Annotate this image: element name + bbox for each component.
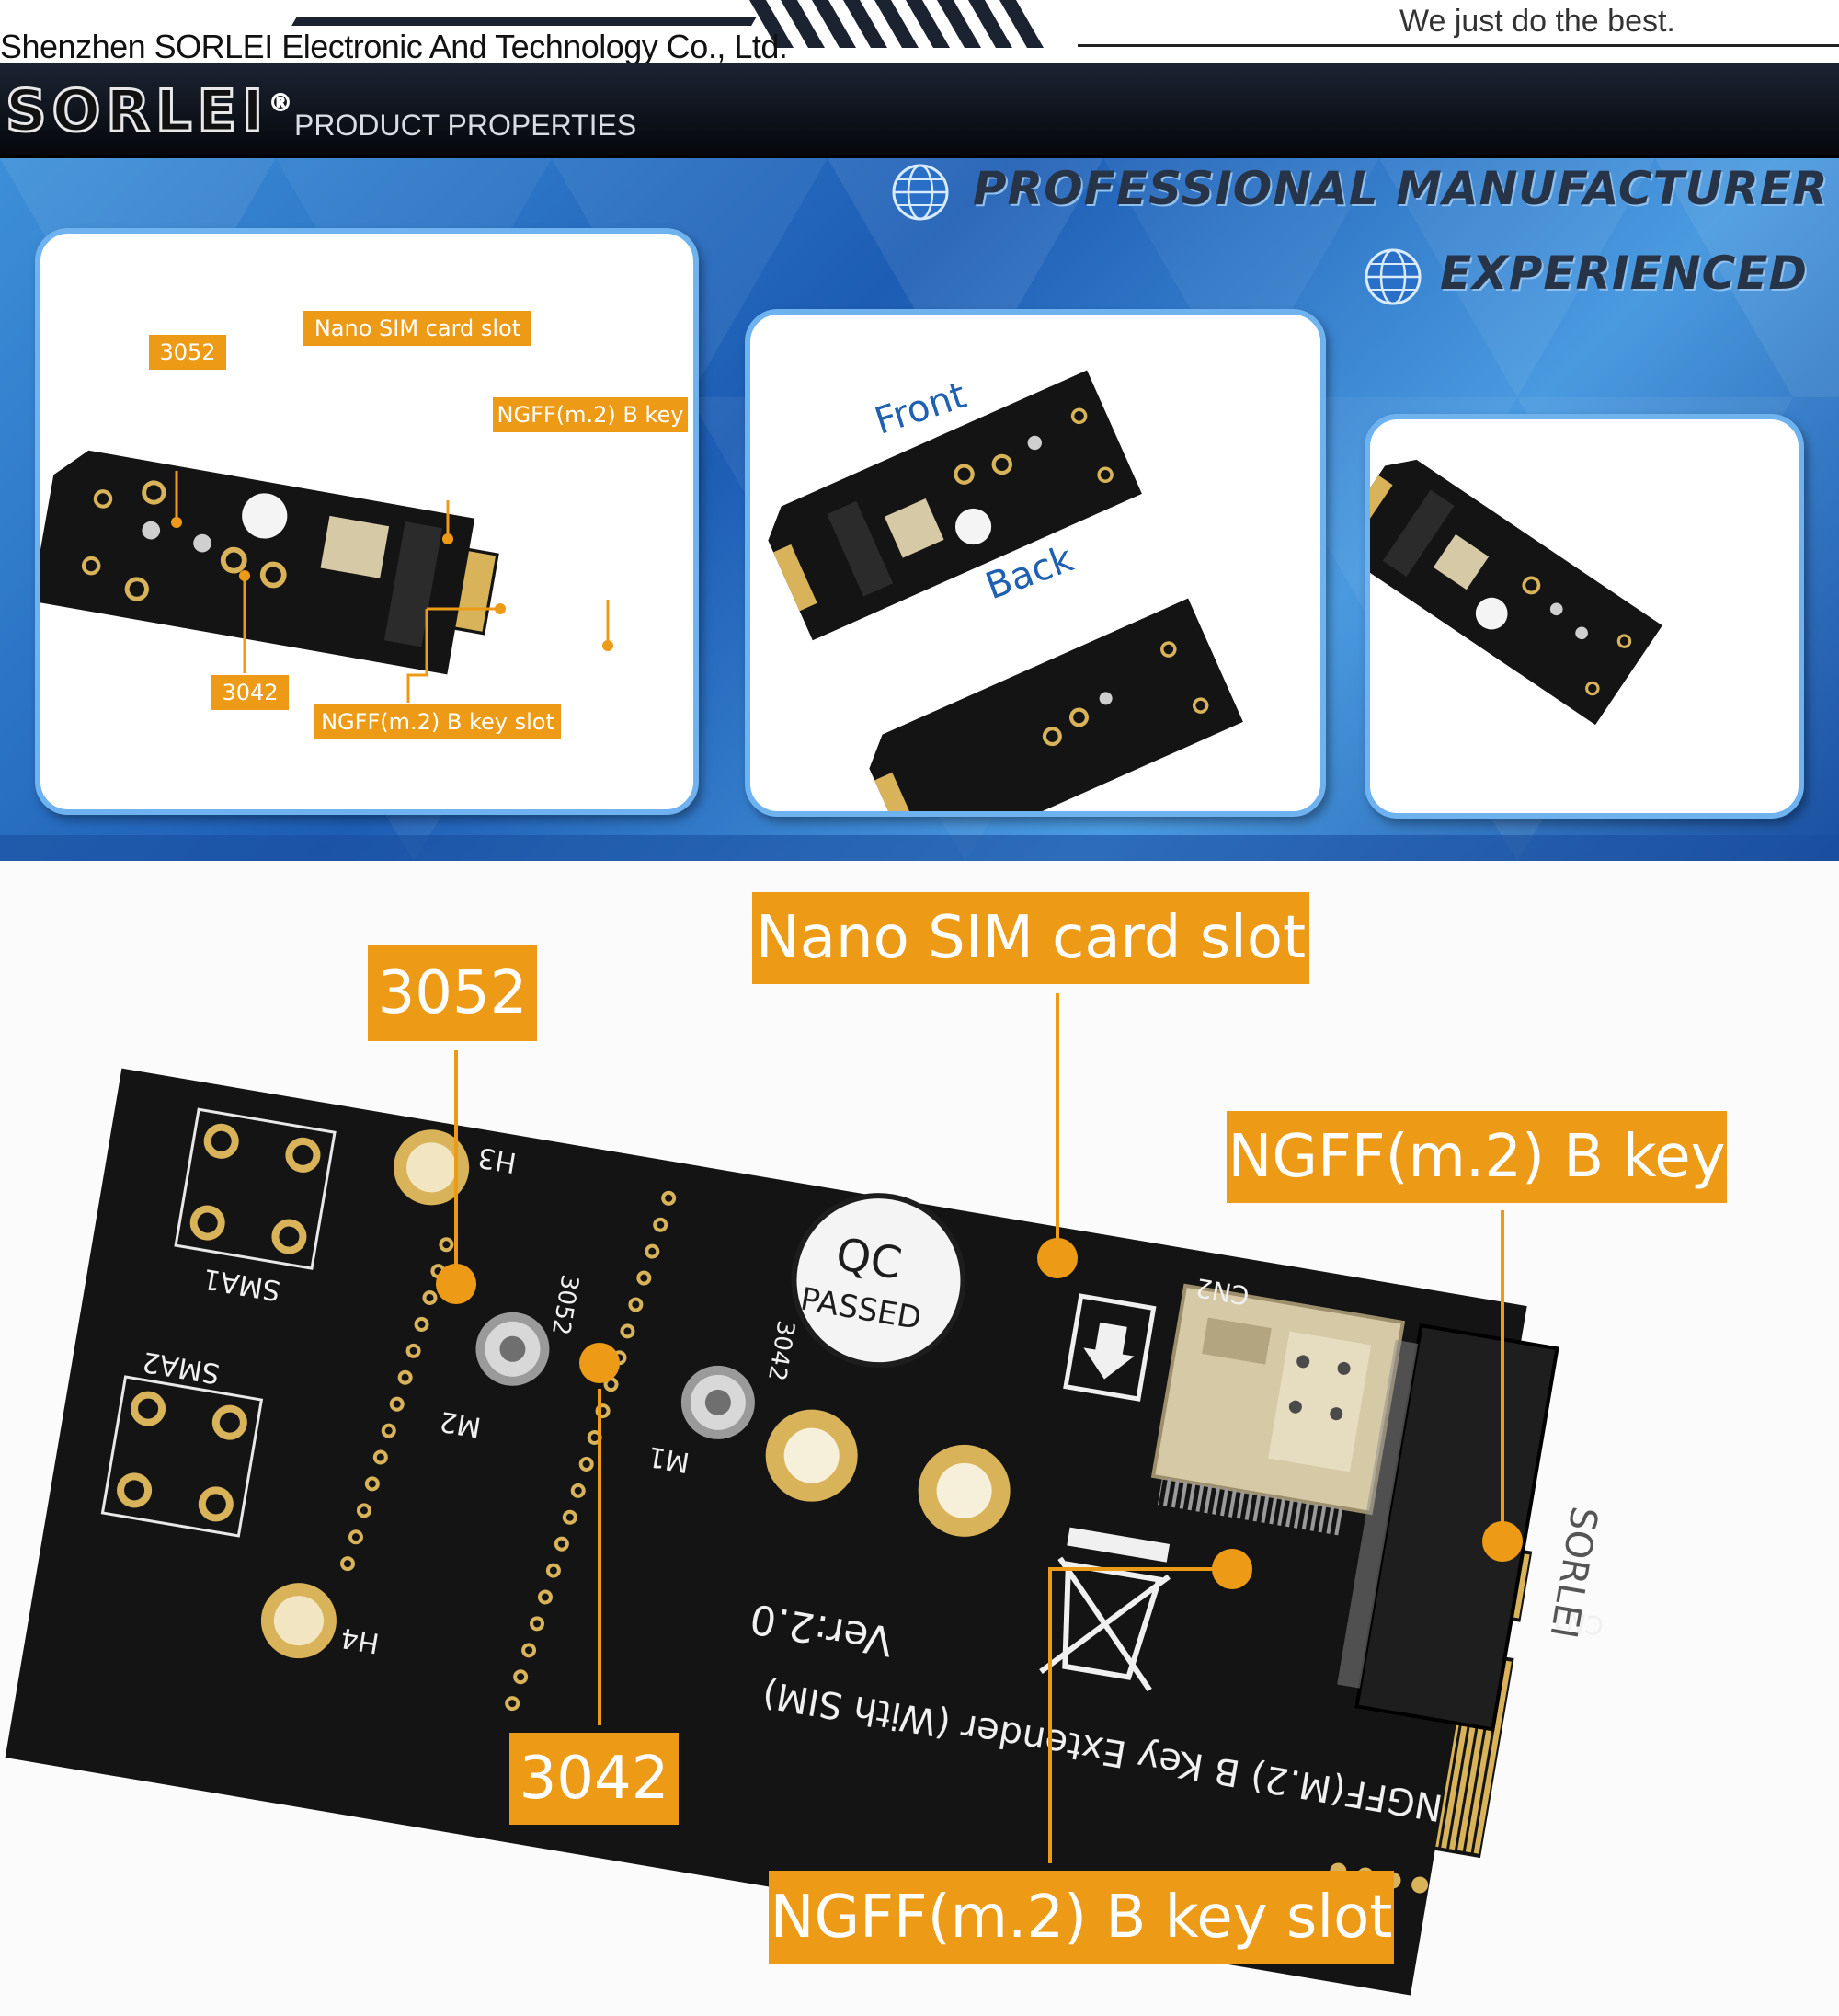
card-angled-board <box>1365 414 1804 819</box>
silk-h3: H3 <box>475 1140 519 1178</box>
label-3052-large: 3052 <box>368 945 537 1041</box>
board-front-back-illustration <box>768 370 1243 811</box>
tagline-experienced: EXPERIENCED <box>1440 246 1808 300</box>
board-angled-illustration <box>1370 459 1662 726</box>
silk-m1: M1 <box>645 1439 691 1478</box>
card-annotated-board: 3052 Nano SIM card slot NGFF(m.2) B key … <box>35 228 699 815</box>
label-3052: 3052 <box>149 335 226 370</box>
header-stripes-decor <box>749 0 1044 48</box>
globe-icon <box>1365 248 1422 305</box>
header-strip: Shenzhen SORLEI Electronic And Technolog… <box>0 0 1839 65</box>
banner: PROFESSIONAL MANUFACTURER EXPERIENCED <box>0 158 1839 861</box>
tagline-manufacturer: PROFESSIONAL MANUFACTURER <box>973 162 1829 215</box>
globe-icon <box>892 164 949 221</box>
main-annotated-view: SMA1 SMA2 H3 H4 M2 M1 3052 3042 CN2 CN1 … <box>0 861 1839 2016</box>
brand-logo: SORLEI® <box>4 76 299 146</box>
registered-mark: ® <box>268 89 299 118</box>
label-b-key: NGFF(m.2) B key <box>493 397 688 432</box>
label-3042-large: 3042 <box>509 1733 679 1825</box>
board-large-illustration: SMA1 SMA2 H3 H4 M2 M1 3052 3042 CN2 CN1 … <box>5 993 1606 1996</box>
silk-m2: M2 <box>438 1404 484 1443</box>
label-b-key-large: NGFF(m.2) B key <box>1227 1111 1727 1203</box>
board-small-illustration <box>40 450 613 703</box>
card-front-back: Front Back <box>745 309 1326 817</box>
header-bar: SORLEI® PRODUCT PROPERTIES <box>0 63 1839 158</box>
slogan-underline <box>1078 44 1839 47</box>
label-b-key-slot: NGFF(m.2) B key slot <box>314 704 561 739</box>
callout-lines <box>454 993 1504 1863</box>
company-name: Shenzhen SORLEI Electronic And Technolog… <box>0 28 788 65</box>
label-3042: 3042 <box>211 675 289 710</box>
qc-top: QC <box>832 1228 906 1289</box>
label-b-key-slot-large: NGFF(m.2) B key slot <box>769 1871 1394 1964</box>
section-title: PRODUCT PROPERTIES <box>294 109 637 142</box>
header-decor-line <box>291 17 757 26</box>
callout-dots <box>436 1238 1523 1589</box>
label-nano-sim: Nano SIM card slot <box>303 311 531 346</box>
silk-h4: H4 <box>338 1621 382 1658</box>
label-nano-sim-large: Nano SIM card slot <box>752 892 1309 984</box>
brand-name: SORLEI <box>4 76 269 146</box>
slogan: We just do the best. <box>1399 4 1675 39</box>
